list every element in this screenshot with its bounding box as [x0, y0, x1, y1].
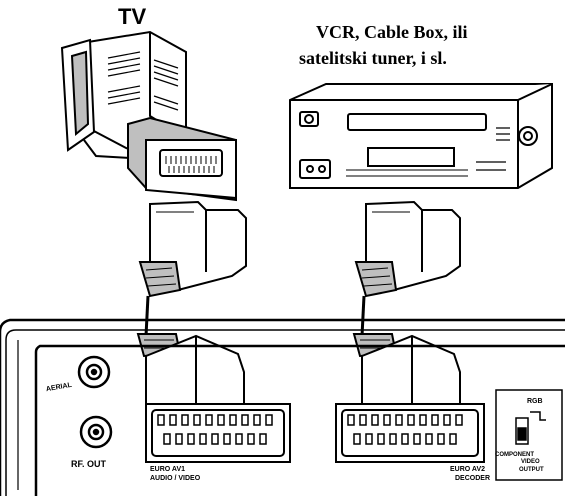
rf-out-label: RF. OUT: [71, 459, 106, 469]
euro-av1-label: EURO AV1: [150, 466, 186, 473]
euro-av2-sublabel: DECODER: [455, 475, 491, 482]
rear-panel: [0, 318, 565, 496]
euro-av1-socket: [145, 403, 291, 463]
video-output-switch: [495, 389, 563, 481]
euro-av1-sublabel: AUDIO / VIDEO: [150, 475, 201, 482]
source-label-line-2: satelitski tuner, i sl.: [299, 48, 447, 68]
euro-av2-socket: [335, 403, 485, 463]
rf-out-jack: [79, 415, 113, 449]
source-label-line-1: VCR, Cable Box, ili: [316, 22, 468, 42]
switch-video-label: VIDEO: [521, 459, 540, 465]
switch-output-label: OUTPUT: [519, 467, 544, 473]
vcr-illustration: [289, 83, 553, 189]
scart-cable-vcr: [352, 200, 461, 413]
aerial-jack: [77, 355, 111, 389]
switch-component-label: COMPONENT: [495, 452, 534, 458]
euro-av2-label: EURO AV2: [450, 466, 486, 473]
switch-rgb-label: RGB: [527, 398, 543, 405]
tv-illustration: [60, 30, 237, 202]
tv-label: TV: [118, 4, 147, 29]
scart-cable-tv: [136, 200, 247, 413]
